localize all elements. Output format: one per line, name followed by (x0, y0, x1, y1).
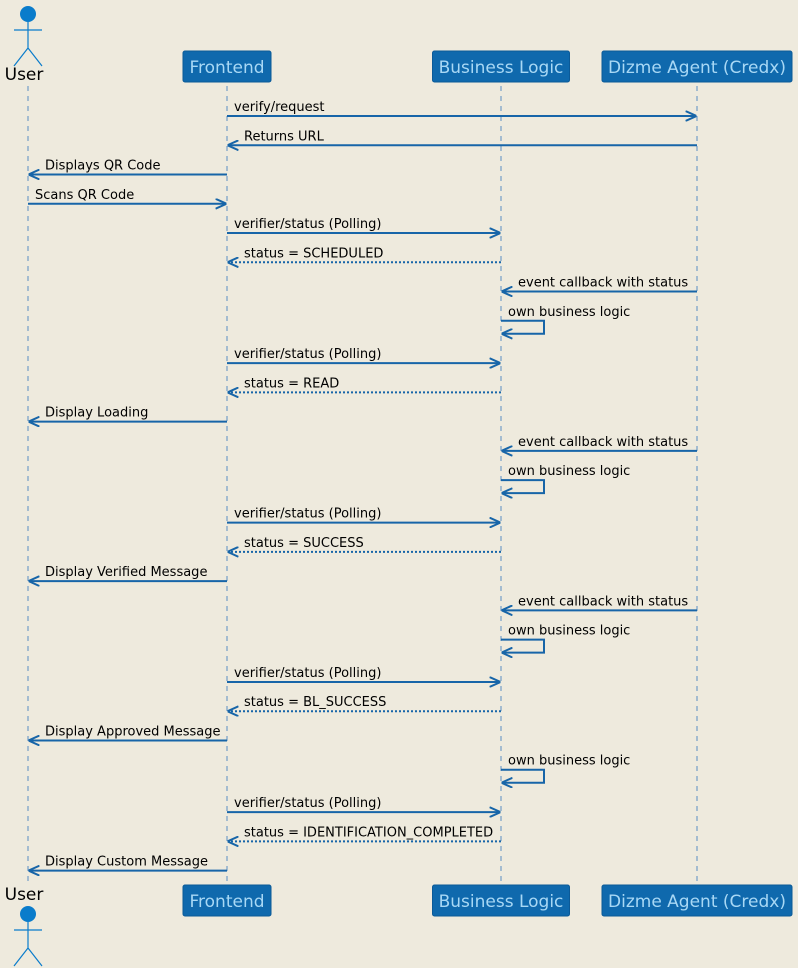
message: Display Loading (29, 406, 227, 422)
message: own business logic (501, 624, 630, 653)
lifelines (27, 86, 698, 882)
message-label: status = IDENTIFICATION_COMPLETED (244, 825, 493, 840)
message-label: status = BL_SUCCESS (244, 695, 386, 710)
self-message-arrow (501, 768, 545, 783)
message-label: event callback with status (518, 435, 688, 450)
message-label: Display Approved Message (45, 724, 221, 739)
participants-bottom: User Frontend Business Logic Dizme Agent (C… (5, 884, 793, 967)
message: Displays QR Code (29, 159, 227, 175)
actor-body-icon (13, 22, 43, 67)
message: verify/request (227, 100, 696, 116)
message: Returns URL (228, 129, 697, 145)
self-message-arrow (501, 638, 545, 653)
participant-box (432, 884, 570, 917)
participant-box (432, 50, 570, 83)
actor-user: User (5, 885, 44, 967)
message: status = SCHEDULED (228, 246, 501, 262)
participant-label: Dizme Agent (Credx) (608, 58, 786, 78)
participant-label: Business Logic (439, 892, 564, 912)
message: verifier/status (Polling) (227, 796, 500, 812)
message: verifier/status (Polling) (227, 217, 500, 233)
message: status = BL_SUCCESS (228, 695, 501, 711)
actor-head-icon (20, 906, 36, 922)
message: event callback with status (502, 435, 697, 451)
message-label: Displays QR Code (45, 159, 161, 174)
message-label: status = SCHEDULED (244, 246, 383, 261)
message-label: Returns URL (244, 129, 325, 144)
participant-bl: Business Logic (432, 884, 570, 917)
message: event callback with status (502, 276, 697, 292)
message-label: own business logic (508, 754, 630, 769)
participant-label: Dizme Agent (Credx) (608, 892, 786, 912)
message: Display Custom Message (29, 855, 227, 871)
message: Scans QR Code (28, 188, 226, 204)
message: own business logic (501, 464, 630, 493)
message: verifier/status (Polling) (227, 347, 500, 363)
participant-agent: Dizme Agent (Credx) (601, 884, 793, 917)
participants-top: User Frontend Business Logic Dizme Agent (C… (5, 6, 793, 85)
message-label: Scans QR Code (35, 188, 134, 203)
message-label: status = READ (244, 376, 339, 391)
self-message-arrow (501, 319, 545, 334)
actor-label: User (5, 885, 44, 905)
message: verifier/status (Polling) (227, 666, 500, 682)
message-label: Display Custom Message (45, 855, 208, 870)
message-label: verifier/status (Polling) (234, 347, 381, 362)
self-message-arrow (501, 479, 545, 493)
message-label: verifier/status (Polling) (234, 796, 381, 811)
message: Display Approved Message (29, 724, 227, 740)
message: own business logic (501, 754, 630, 783)
participant-label: Business Logic (439, 58, 564, 78)
participant-bl: Business Logic (432, 50, 570, 83)
message-label: event callback with status (518, 276, 688, 291)
message: verifier/status (Polling) (227, 507, 500, 523)
participant-frontend: Frontend (182, 50, 272, 83)
participant-label: Frontend (189, 892, 264, 912)
message: status = READ (228, 376, 501, 392)
message: status = SUCCESS (228, 536, 501, 552)
message: status = IDENTIFICATION_COMPLETED (228, 825, 501, 841)
message-label: Display Verified Message (45, 565, 207, 580)
participant-box (601, 50, 793, 83)
participant-agent: Dizme Agent (Credx) (601, 50, 793, 83)
message-label: verifier/status (Polling) (234, 217, 381, 232)
message: own business logic (501, 305, 630, 334)
participant-box (601, 884, 793, 917)
actor-head-icon (20, 6, 36, 22)
message-label: own business logic (508, 305, 630, 320)
message-label: verifier/status (Polling) (234, 666, 381, 681)
message-label: status = SUCCESS (244, 536, 364, 551)
message-label: verifier/status (Polling) (234, 507, 381, 522)
actor-label: User (5, 65, 44, 85)
message-label: own business logic (508, 624, 630, 639)
participant-frontend: Frontend (182, 884, 272, 917)
participant-box (182, 50, 272, 83)
participant-box (182, 884, 272, 917)
message: event callback with status (502, 594, 697, 610)
message: Display Verified Message (29, 565, 227, 581)
actor-body-icon (13, 922, 43, 967)
participant-label: Frontend (189, 58, 264, 78)
actor-user: User (5, 6, 44, 85)
message-label: own business logic (508, 464, 630, 479)
message-label: verify/request (234, 100, 325, 115)
message-label: event callback with status (518, 594, 688, 609)
message-label: Display Loading (45, 406, 148, 421)
